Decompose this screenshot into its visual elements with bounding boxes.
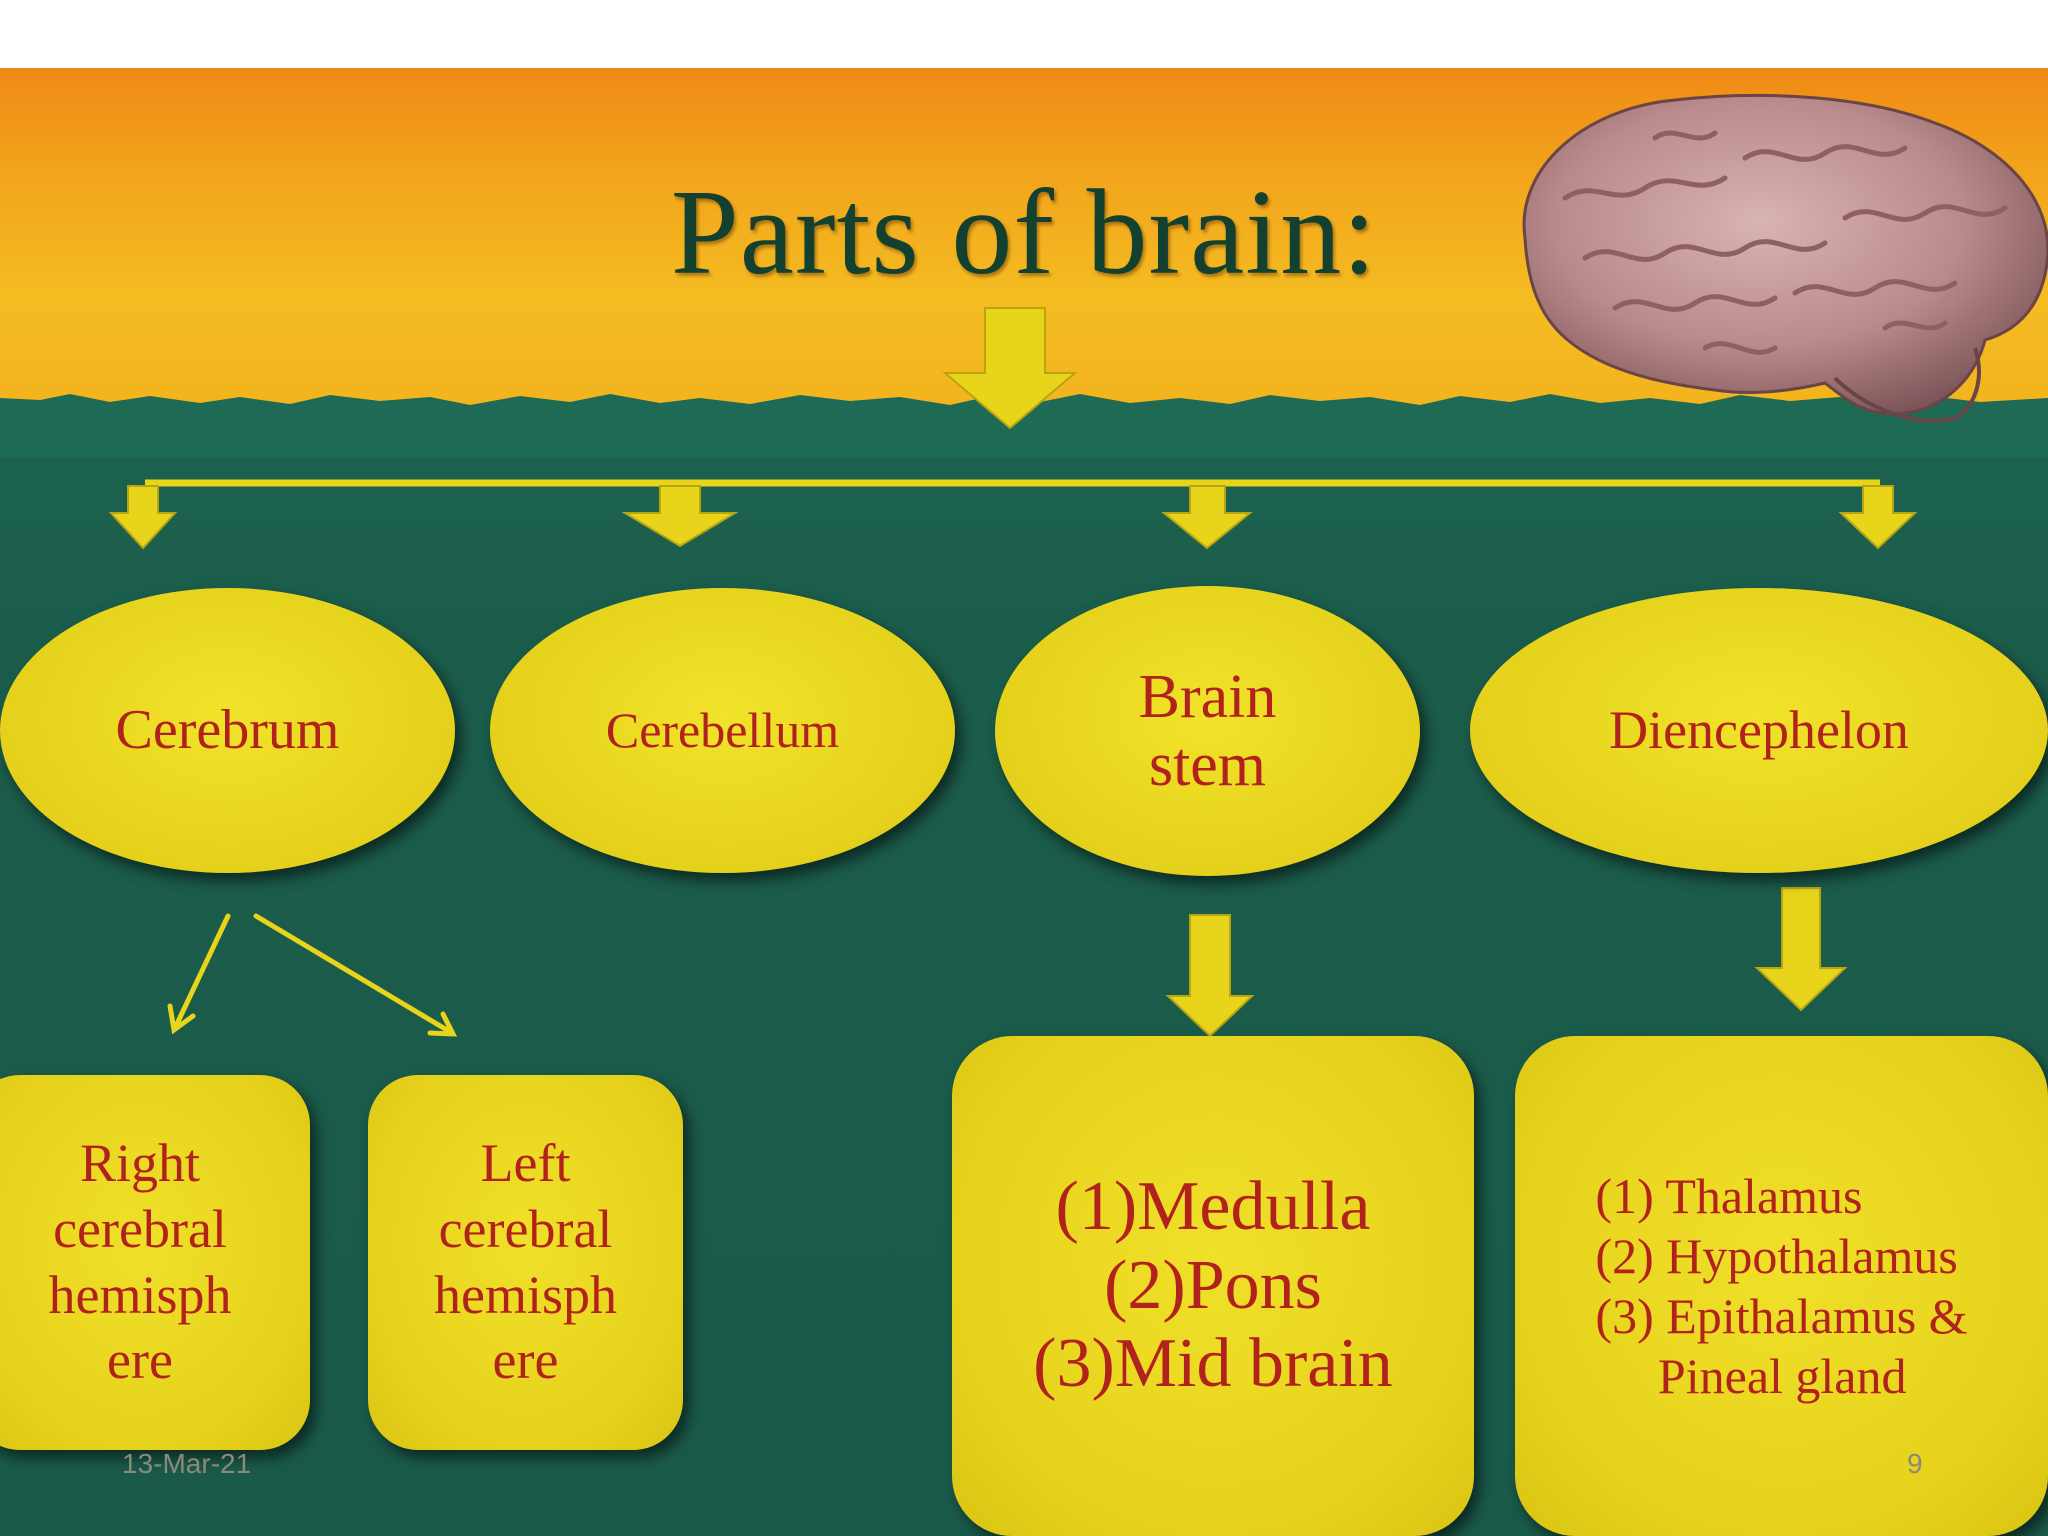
part-cerebrum: Cerebrum — [0, 588, 455, 873]
arrow-to-left-hemisphere — [253, 913, 455, 1036]
box-label: Right cerebral hemisph ere — [48, 1132, 232, 1391]
arrow-to-brain-stem — [1161, 485, 1253, 550]
connector-arrows — [108, 307, 1918, 1038]
arrow-to-diencephelon — [1838, 485, 1918, 550]
slide-date: 13-Mar-21 — [122, 1448, 252, 1479]
arrow-to-cerebellum — [621, 485, 739, 548]
part-label: Cerebrum — [115, 698, 340, 761]
arrow-to-cerebrum — [108, 485, 178, 550]
slide-title: Parts of brain: — [670, 165, 1378, 300]
part-label: Brain stem — [1138, 662, 1277, 799]
arrow-to-right-hemisphere — [172, 913, 231, 1031]
slide: Parts of brain: Cerebrum Cerebellum Brai… — [0, 68, 2048, 1536]
part-label: Diencephelon — [1609, 699, 1909, 760]
part-diencephelon: Diencephelon — [1470, 588, 2048, 873]
part-brain-stem: Brain stem — [995, 586, 1420, 876]
part-cerebellum: Cerebellum — [490, 588, 955, 873]
slide-number: 9 — [1907, 1448, 1923, 1479]
box-label: Left cerebral hemisph ere — [434, 1132, 617, 1391]
diencephelon-parts-box: (1) Thalamus (2) Hypothalamus (3) Epitha… — [1515, 1036, 2048, 1536]
box-label: (1) Thalamus (2) Hypothalamus (3) Epitha… — [1595, 1168, 1968, 1404]
arrow-to-brain-stem-parts — [1165, 914, 1255, 1038]
torn-edge — [0, 394, 2048, 458]
right-hemisphere-box: Right cerebral hemisph ere — [0, 1075, 310, 1450]
brain-stem-parts-box: (1)Medulla (2)Pons (3)Mid brain — [952, 1036, 1474, 1536]
brain-image — [1522, 93, 2048, 423]
part-label: Cerebellum — [605, 702, 840, 758]
title-down-arrow — [942, 307, 1078, 430]
left-hemisphere-box: Left cerebral hemisph ere — [368, 1075, 683, 1450]
arrow-to-diencephelon-parts — [1754, 887, 1848, 1012]
box-label: (1)Medulla (2)Pons (3)Mid brain — [1033, 1168, 1393, 1403]
